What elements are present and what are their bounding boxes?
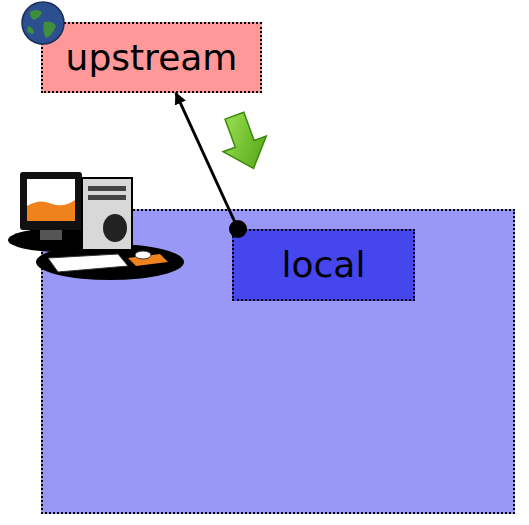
drive-bay [88,195,126,200]
globe-land [27,26,34,34]
globe-land [30,10,42,20]
arrow-shape [213,108,275,176]
drive-bay [88,186,126,191]
node-label: local [282,247,366,283]
node-label: upstream [66,40,238,76]
repository-box: local [232,229,415,301]
repository-box: local [41,209,515,514]
sync-arrow-icon [213,108,275,176]
repository-box: upstream [41,22,262,93]
